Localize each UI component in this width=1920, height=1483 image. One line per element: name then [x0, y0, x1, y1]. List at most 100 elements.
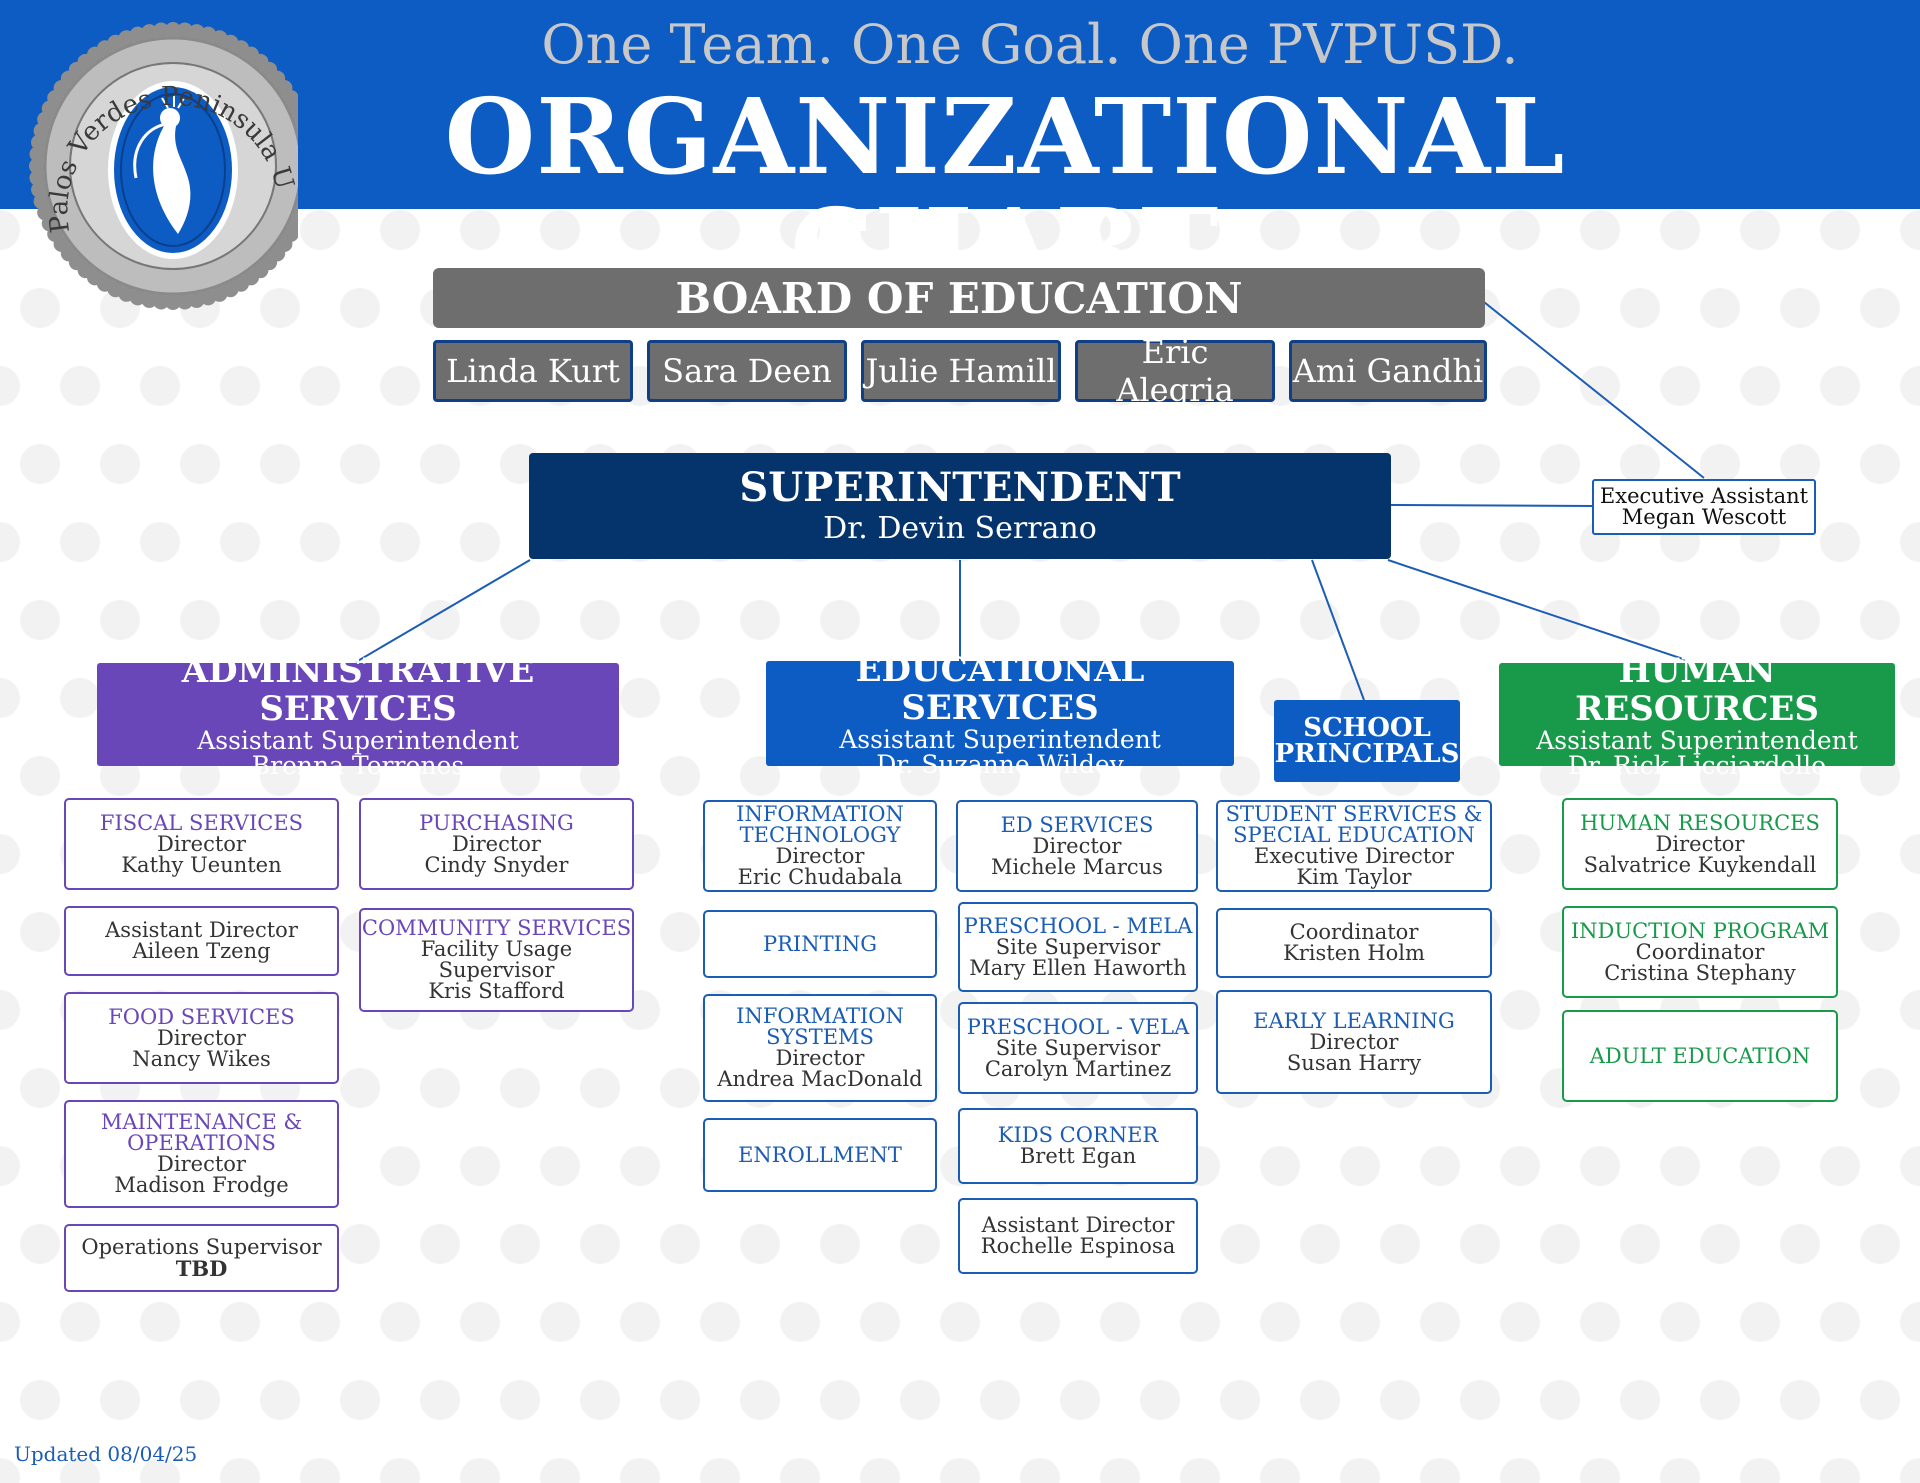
unit-role: Director — [157, 1152, 246, 1176]
unit-role: Facility Usage Supervisor — [420, 937, 573, 982]
unit-role: Director — [157, 831, 246, 856]
background-dot — [140, 522, 180, 562]
background-dot — [380, 366, 420, 406]
background-dot — [940, 210, 980, 250]
background-dot — [1780, 756, 1820, 796]
background-dot — [900, 1380, 940, 1420]
tagline: One Team. One Goal. One PVPUSD. — [541, 13, 1519, 76]
background-dot — [820, 1380, 860, 1420]
background-dot — [1660, 1302, 1700, 1342]
background-dot — [900, 600, 940, 640]
unit-title-line-1: MAINTENANCE & — [100, 1110, 303, 1134]
human-resources-header: HUMAN RESOURCES Assistant Superintendent… — [1499, 652, 1895, 778]
unit-role: Site Supervisor — [995, 1035, 1161, 1060]
background-dot — [1380, 1224, 1420, 1264]
background-dot — [1620, 600, 1660, 640]
background-dot — [540, 1146, 580, 1186]
background-dot — [300, 1302, 340, 1342]
background-dot — [460, 1146, 500, 1186]
executive-assistant-box: Executive Assistant Megan Wescott — [1592, 479, 1816, 535]
unit-printing: PRINTING — [703, 910, 937, 978]
background-dot — [860, 1302, 900, 1342]
background-dot — [1900, 1302, 1920, 1342]
background-dot — [60, 678, 100, 718]
unit-induction-program: INDUCTION PROGRAM Coordinator Cristina S… — [1562, 906, 1838, 998]
background-dot — [420, 1224, 460, 1264]
unit-title: COMMUNITY SERVICES — [361, 916, 632, 940]
background-dot — [1740, 366, 1780, 406]
background-dot — [660, 1380, 700, 1420]
background-dot — [740, 600, 780, 640]
background-dot — [380, 210, 420, 250]
unit-human-resources: HUMAN RESOURCES Director Salvatrice Kuyk… — [1562, 798, 1838, 890]
background-dot — [540, 1302, 580, 1342]
unit-title: ED SERVICES — [1000, 812, 1154, 837]
background-dot — [1260, 210, 1300, 250]
background-dot — [500, 1380, 540, 1420]
background-dot — [260, 600, 300, 640]
background-dot — [700, 678, 740, 718]
background-dot — [100, 600, 140, 640]
background-dot — [740, 1224, 780, 1264]
background-dot — [60, 522, 100, 562]
background-dot — [100, 1380, 140, 1420]
unit-early-learning: EARLY LEARNING Director Susan Harry — [1216, 990, 1492, 1094]
unit-title: PRESCHOOL - MELA — [963, 913, 1193, 938]
background-dot — [1860, 1380, 1900, 1420]
background-dot — [0, 210, 20, 250]
unit-title: FOOD SERVICES — [108, 1004, 295, 1029]
background-dot — [1660, 1458, 1700, 1483]
background-dot — [180, 1380, 220, 1420]
superintendent-box: SUPERINTENDENT Dr. Devin Serrano — [529, 453, 1391, 559]
background-dot — [1900, 366, 1920, 406]
background-dot — [1460, 600, 1500, 640]
background-dot — [700, 1302, 740, 1342]
background-dot — [620, 1458, 660, 1483]
unit-name: Mary Ellen Haworth — [969, 955, 1187, 980]
background-dot — [1900, 678, 1920, 718]
background-dot — [1500, 210, 1540, 250]
background-dot — [820, 756, 860, 796]
unit-name: Brett Egan — [1019, 1144, 1137, 1168]
background-dot — [1780, 600, 1820, 640]
background-dot — [1500, 1458, 1540, 1483]
background-dot — [60, 1302, 100, 1342]
background-dot — [1420, 1458, 1460, 1483]
unit-name: Eric Chudabala — [737, 865, 903, 889]
unit-name: Aileen Tzeng — [132, 939, 271, 963]
unit-title: ENROLLMENT — [738, 1142, 902, 1167]
unit-name: Nancy Wikes — [132, 1046, 271, 1071]
background-dot — [1300, 1224, 1340, 1264]
background-dot — [1860, 600, 1900, 640]
background-dot — [1060, 1380, 1100, 1420]
background-dot — [660, 1224, 700, 1264]
background-dot — [0, 1458, 20, 1483]
background-dot — [1580, 1458, 1620, 1483]
background-dot — [900, 756, 940, 796]
background-dot — [1740, 1302, 1780, 1342]
background-dot — [220, 522, 260, 562]
background-dot — [1500, 366, 1540, 406]
updated-date: Updated 08/04/25 — [14, 1442, 198, 1466]
department-title: HUMAN RESOURCES — [1575, 650, 1819, 729]
background-dot — [1500, 1146, 1540, 1186]
unit-name: Susan Harry — [1286, 1050, 1422, 1075]
background-dot — [20, 1068, 60, 1108]
department-title-line-2: PRINCIPALS — [1274, 739, 1460, 769]
background-dot — [1100, 1302, 1140, 1342]
unit-title: FISCAL SERVICES — [99, 810, 304, 835]
background-dot — [140, 1302, 180, 1342]
background-dot — [620, 210, 660, 250]
unit-role: Director — [775, 1046, 865, 1070]
unit-name: Kathy Ueunten — [121, 852, 282, 877]
seal-edge-tooth — [153, 293, 170, 310]
background-dot — [420, 600, 460, 640]
background-dot — [1780, 1380, 1820, 1420]
unit-role: Director — [157, 1025, 246, 1050]
background-dot — [860, 210, 900, 250]
background-dot — [1660, 1146, 1700, 1186]
background-dot — [0, 834, 20, 874]
background-dot — [660, 600, 700, 640]
background-dot — [340, 600, 380, 640]
department-role: Assistant Superintendent — [839, 724, 1161, 754]
